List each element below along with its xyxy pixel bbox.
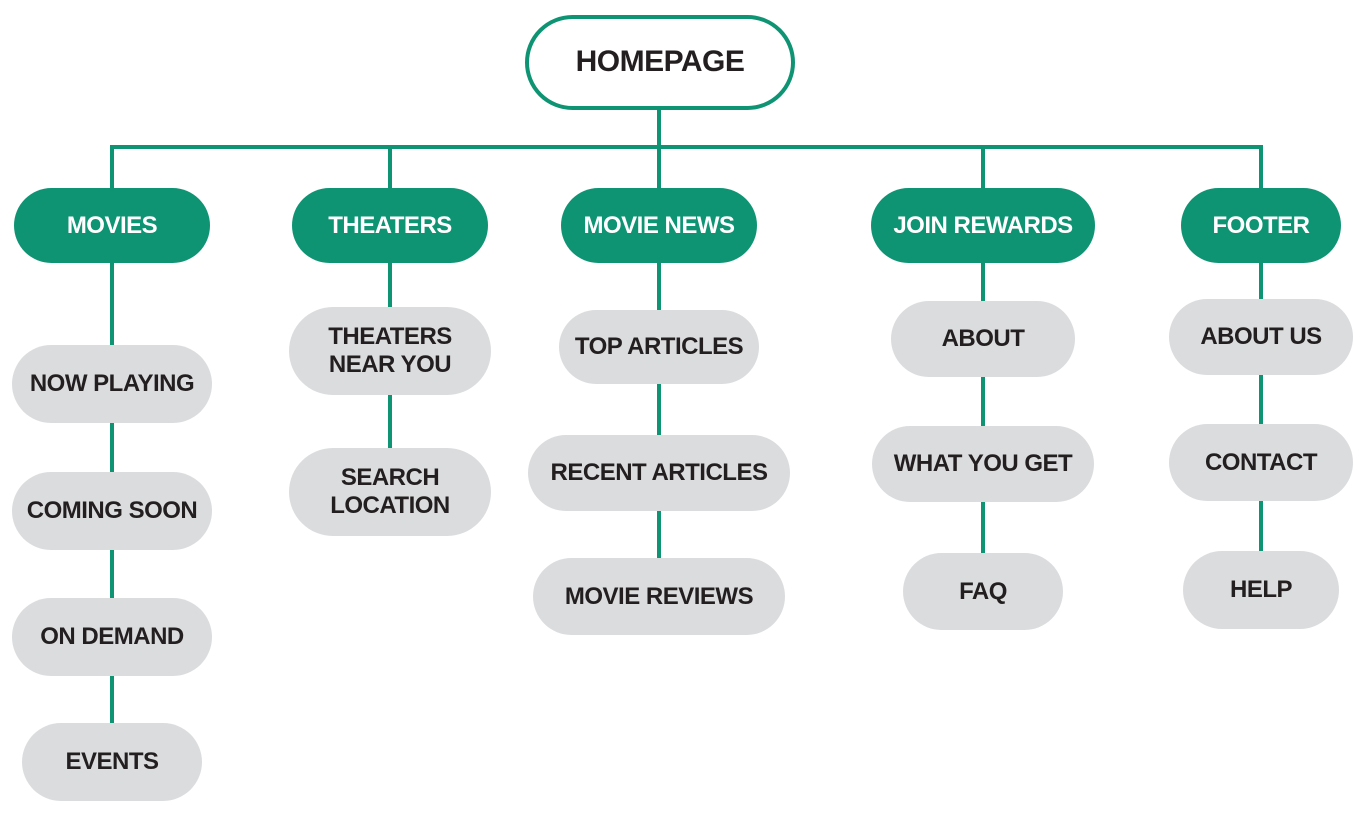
node-homepage-label: HOMEPAGE [575,45,745,79]
node-join-rewards: JOIN REWARDS [871,188,1095,263]
node-contact: CONTACT [1169,424,1353,501]
node-movie-reviews: MOVIE REVIEWS [533,558,785,635]
node-what-you-get: WHAT YOU GET [872,426,1094,502]
node-about: ABOUT [891,301,1075,377]
connector-drop-movie-news [657,145,661,190]
connector-homepage-drop [657,108,661,147]
node-homepage: HOMEPAGE [525,15,795,110]
node-about-label: ABOUT [941,325,1025,353]
node-now-playing: NOW PLAYING [12,345,212,423]
node-recent-articles-label: RECENT ARTICLES [550,459,768,487]
node-top-articles: TOP ARTICLES [559,310,759,384]
node-events: EVENTS [22,723,202,801]
node-recent-articles: RECENT ARTICLES [528,435,790,511]
node-about-us: ABOUT US [1169,299,1353,375]
node-search-location-label: SEARCH LOCATION [330,464,450,519]
node-movie-reviews-label: MOVIE REVIEWS [564,582,754,610]
node-theaters: THEATERS [292,188,488,263]
node-contact-label: CONTACT [1204,448,1318,476]
node-help: HELP [1183,551,1339,629]
node-movies-label: MOVIES [66,211,158,239]
node-coming-soon-label: COMING SOON [26,497,198,525]
node-faq-label: FAQ [959,577,1007,605]
connector-spine-movie-news [657,260,661,600]
connector-horizontal-bus [110,145,1263,149]
node-movies: MOVIES [14,188,210,263]
connector-drop-footer [1259,145,1263,190]
node-events-label: EVENTS [65,748,159,776]
node-movie-news-label: MOVIE NEWS [583,211,735,239]
node-theaters-label: THEATERS [328,211,452,239]
connector-drop-movies [110,145,114,190]
node-faq: FAQ [903,553,1063,630]
node-now-playing-label: NOW PLAYING [29,370,195,398]
node-help-label: HELP [1229,576,1293,604]
node-top-articles-label: TOP ARTICLES [574,333,744,361]
node-footer-label: FOOTER [1212,211,1311,239]
node-coming-soon: COMING SOON [12,472,212,550]
node-search-location: SEARCH LOCATION [289,448,491,536]
node-what-you-get-label: WHAT YOU GET [893,450,1073,478]
node-theaters-near-you-label: THEATERS NEAR YOU [328,323,452,378]
node-about-us-label: ABOUT US [1200,323,1322,351]
connector-drop-theaters [388,145,392,190]
node-footer: FOOTER [1181,188,1341,263]
node-movie-news: MOVIE NEWS [561,188,757,263]
node-theaters-near-you: THEATERS NEAR YOU [289,307,491,395]
node-join-rewards-label: JOIN REWARDS [893,211,1073,239]
node-on-demand: ON DEMAND [12,598,212,676]
node-on-demand-label: ON DEMAND [40,623,184,651]
connector-drop-join-rewards [981,145,985,190]
